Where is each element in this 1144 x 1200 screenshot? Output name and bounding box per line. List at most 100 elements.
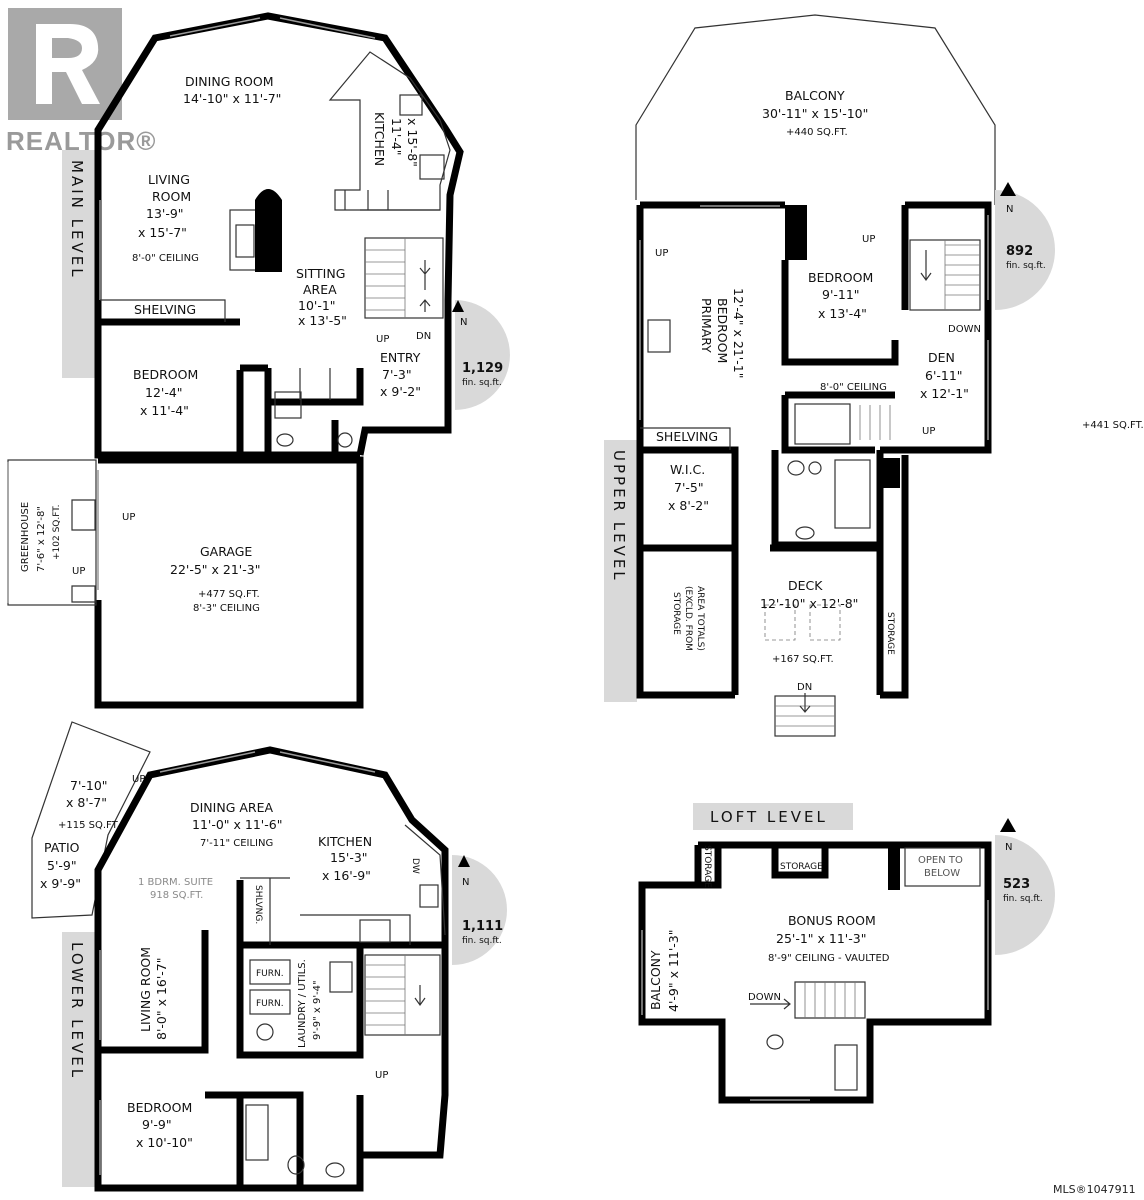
upper-shelving-label: SHELVING [656, 429, 718, 444]
loft-storage-1: STORAGE [702, 845, 712, 888]
main-level-plan: MAIN LEVEL [7, 12, 510, 709]
lower-suite-sqft: 918 SQ.FT. [150, 890, 203, 901]
upper-wic-dim1: 7'-5" [674, 480, 704, 495]
main-entry-dim1: 7'-3" [382, 367, 412, 382]
loft-area-unit: fin. sq.ft. [1003, 894, 1043, 904]
upper-level-plan: UPPER LEVEL [604, 14, 1144, 737]
main-sitting-name2: AREA [303, 282, 337, 297]
upper-bedroom-dim2: x 13'-4" [818, 306, 867, 321]
upper-den-dim2: x 12'-1" [920, 386, 969, 401]
lower-dw-label: DW [410, 858, 420, 874]
lower-kitchen-dim1: 15'-3" [330, 850, 368, 865]
lower-stairs-up: UP [375, 1070, 388, 1081]
upper-up-label: UP [655, 248, 668, 259]
loft-north-letter: N [1005, 842, 1012, 853]
lower-furn-1: FURN. [256, 969, 284, 979]
loft-area-value: 523 [1003, 877, 1030, 892]
lower-patio-dim1: 7'-10" [70, 778, 108, 793]
lower-level-plan: LOWER LEVEL N 1,111 [31, 721, 507, 1192]
main-greenhouse-name: GREENHOUSE [20, 502, 31, 572]
main-sitting-dim2: x 13'-5" [298, 313, 347, 328]
mls-number: MLS®1047911 [1053, 1183, 1136, 1196]
main-garage-ceiling: 8'-3" CEILING [193, 603, 260, 614]
upper-bedroom-name: BEDROOM [808, 270, 873, 285]
lower-bedroom-dim1: 9'-9" [142, 1117, 172, 1132]
upper-den-ceiling: 8'-0" CEILING [820, 382, 887, 393]
upper-deck-dim: 12'-10" x 12'-8" [760, 596, 858, 611]
lower-patio-sqft: +115 SQ.FT. [58, 820, 120, 831]
lower-dining-dim: 11'-0" x 11'-6" [192, 817, 282, 832]
loft-bonus-ceiling: 8'-9" CEILING - VAULTED [768, 953, 890, 964]
main-living-dim2: x 15'-7" [138, 225, 187, 240]
lower-patio2-dim1: 5'-9" [47, 858, 77, 873]
main-kitchen-dim2: x 15'-8" [405, 118, 420, 167]
main-entry-name: ENTRY [380, 350, 421, 365]
upper-stairs-down: DOWN [948, 324, 981, 335]
lower-area-value: 1,111 [462, 919, 503, 934]
lower-patio-up: UP [132, 774, 145, 785]
main-kitchen-dim: 11'-4" [389, 118, 404, 156]
lower-patio2-dim2: x 9'-9" [40, 876, 81, 891]
main-north-letter: N [460, 317, 467, 328]
loft-level-plan: LOFT LEVEL N 523 fin. sq.ft. STORAGE STO… [638, 803, 1055, 1104]
main-living-dim1: 13'-9" [146, 206, 184, 221]
upper-level-label: UPPER LEVEL [610, 450, 628, 583]
main-stairs-up: UP [376, 334, 389, 345]
upper-deck-sqft: +167 SQ.FT. [772, 654, 834, 665]
upper-primary-name2: BEDROOM [715, 298, 730, 363]
lower-patio-name: PATIO [44, 840, 80, 855]
main-area-unit: fin. sq.ft. [462, 378, 502, 388]
upper-bedroom-up: UP [862, 234, 875, 245]
lower-kitchen-dim2: x 16'-9" [322, 868, 371, 883]
realtor-logo: REALTOR® [6, 8, 155, 156]
upper-balcony-name: BALCONY [785, 88, 845, 103]
main-garage-name: GARAGE [200, 544, 252, 559]
lower-shelving-label: SHLVNG. [253, 885, 263, 924]
upper-wic-dim2: x 8'-2" [668, 498, 709, 513]
lower-stairs [364, 954, 441, 1036]
upper-storage-excl2: (EXCLD. FROM [683, 586, 693, 651]
upper-storage: STORAGE [885, 612, 895, 655]
main-greenhouse-sqft: +102 SQ.FT. [52, 504, 62, 560]
lower-furn-2: FURN. [256, 999, 284, 1009]
main-level-label: MAIN LEVEL [68, 160, 86, 280]
upper-storage-excl3: AREA TOTALS) [695, 586, 705, 651]
main-kitchen-name: KITCHEN [372, 112, 387, 166]
main-bedroom-dim1: 12'-4" [145, 385, 183, 400]
main-bedroom-dim2: x 11'-4" [140, 403, 189, 418]
main-stairs-dn: DN [416, 331, 431, 342]
loft-storage-2: STORAGE [780, 862, 823, 872]
main-shelving-label: SHELVING [134, 302, 196, 317]
lower-bedroom-name: BEDROOM [127, 1100, 192, 1115]
lower-level-label: LOWER LEVEL [68, 942, 86, 1080]
main-living-name1: LIVING [148, 172, 190, 187]
main-greenhouse-dim: 7'-6" x 12'-8" [36, 506, 47, 572]
upper-primary-name1: PRIMARY [699, 298, 714, 353]
main-greenhouse-up2: UP [72, 566, 85, 577]
upper-primary-dim: 12'-4" x 21'-1" [731, 288, 746, 378]
lower-kitchen-name: KITCHEN [318, 834, 372, 849]
loft-balcony-name: BALCONY [648, 950, 663, 1010]
lower-laundry-name: LAUNDRY / UTILS. [297, 959, 308, 1048]
upper-area-unit: fin. sq.ft. [1006, 261, 1046, 271]
main-living-ceiling: 8'-0" CEILING [132, 253, 199, 264]
lower-living-dim: 8'-0" x 16'-7" [154, 957, 169, 1040]
loft-down-label: DOWN [748, 992, 781, 1003]
upper-deck-name: DECK [788, 578, 823, 593]
main-dining-name: DINING ROOM [185, 74, 274, 89]
upper-wic-name: W.I.C. [670, 462, 705, 477]
upper-north-letter: N [1006, 204, 1013, 215]
main-entry-dim2: x 9'-2" [380, 384, 421, 399]
main-dining-dim: 14'-10" x 11'-7" [183, 91, 281, 106]
lower-suite-label: 1 BDRM. SUITE [138, 877, 213, 888]
upper-den-dim1: 6'-11" [925, 368, 963, 383]
main-garage-dim: 22'-5" x 21'-3" [170, 562, 260, 577]
main-sitting-dim1: 10'-1" [298, 298, 336, 313]
lower-patio-dim2: x 8'-7" [66, 795, 107, 810]
loft-balcony-dim: 4'-9" x 11'-3" [666, 929, 681, 1012]
lower-north-letter: N [462, 877, 469, 888]
main-sitting-name1: SITTING [296, 266, 345, 281]
main-stairs [364, 237, 444, 319]
upper-den-name: DEN [928, 350, 955, 365]
